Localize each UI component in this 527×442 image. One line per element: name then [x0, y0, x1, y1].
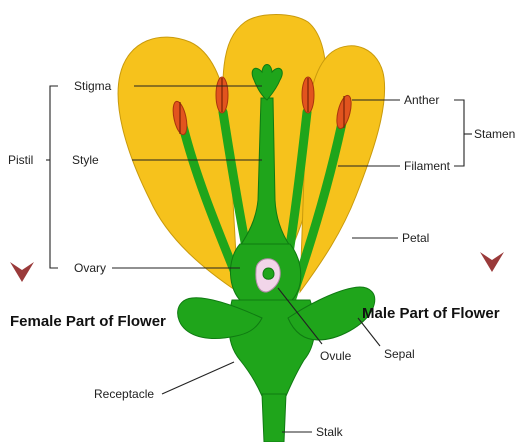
label-stigma: Stigma — [74, 79, 112, 93]
stamen-bracket — [454, 100, 464, 166]
pistil-bracket — [50, 86, 58, 268]
petal-left — [118, 37, 238, 292]
label-filament: Filament — [404, 159, 451, 173]
label-style: Style — [72, 153, 99, 167]
base — [178, 287, 375, 442]
heading-male-part: Male Part of Flower — [362, 305, 500, 322]
line-receptacle — [162, 362, 234, 394]
heading-female-part: Female Part of Flower — [10, 313, 166, 330]
label-ovule: Ovule — [320, 349, 352, 363]
stalk — [262, 394, 286, 442]
label-petal: Petal — [402, 231, 429, 245]
male-arrow-head-icon — [480, 252, 504, 272]
label-receptacle: Receptacle — [94, 387, 154, 401]
female-arrow-head-icon — [10, 262, 34, 282]
label-pistil: Pistil — [8, 153, 33, 167]
label-anther: Anther — [404, 93, 439, 107]
label-stamen: Stamen — [474, 127, 515, 141]
line-sepal — [358, 318, 380, 346]
label-ovary: Ovary — [74, 261, 106, 275]
label-sepal: Sepal — [384, 347, 415, 361]
ovule-inner — [263, 268, 274, 279]
label-stalk: Stalk — [316, 425, 344, 439]
